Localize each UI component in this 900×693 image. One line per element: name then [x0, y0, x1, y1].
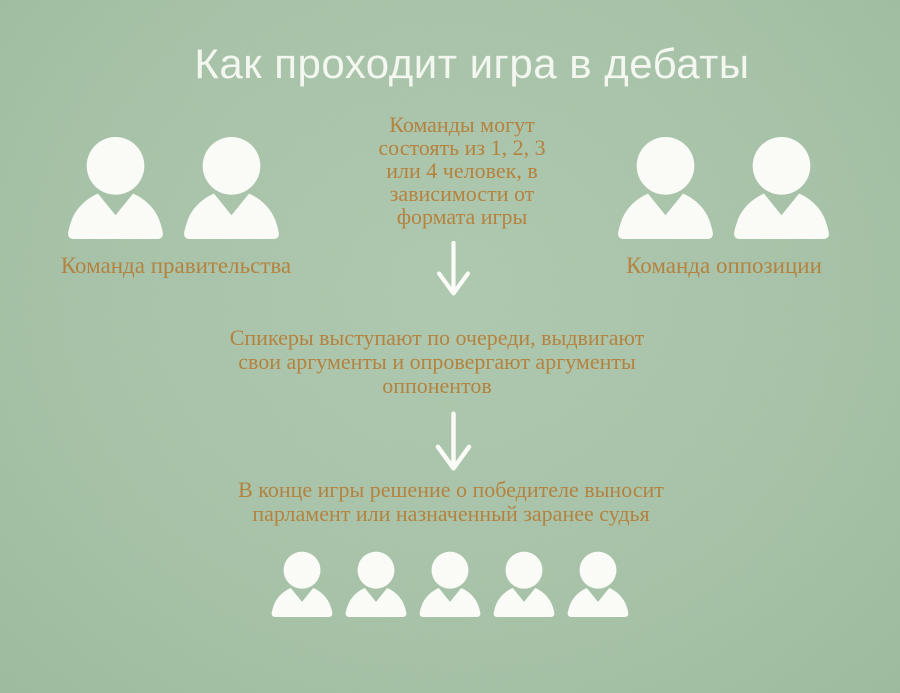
government-team-icons — [64, 136, 283, 239]
person-icon — [565, 551, 631, 617]
person-icon — [614, 136, 717, 239]
arrow-down-icon — [435, 408, 472, 476]
page-title: Как проходит игра в дебаты — [194, 40, 750, 87]
audience-icons — [0, 551, 900, 617]
person-icon — [343, 551, 409, 617]
person-icon — [417, 551, 483, 617]
person-icon — [64, 136, 167, 239]
verdict-note: В конце игры решение о победителе выноси… — [238, 477, 664, 526]
opposition-team-icons — [614, 136, 833, 239]
person-icon — [180, 136, 283, 239]
government-team-label: Команда правительства — [60, 253, 292, 278]
person-icon — [491, 551, 557, 617]
person-icon — [730, 136, 833, 239]
opposition-team-label: Команда оппозиции — [626, 253, 822, 278]
person-icon — [269, 551, 335, 617]
speakers-note: Спикеры выступают по очереди, выдвигают … — [229, 325, 645, 398]
arrow-down-icon — [435, 241, 472, 297]
team-size-note: Команды могут состоять из 1, 2, 3 или 4 … — [378, 112, 546, 229]
